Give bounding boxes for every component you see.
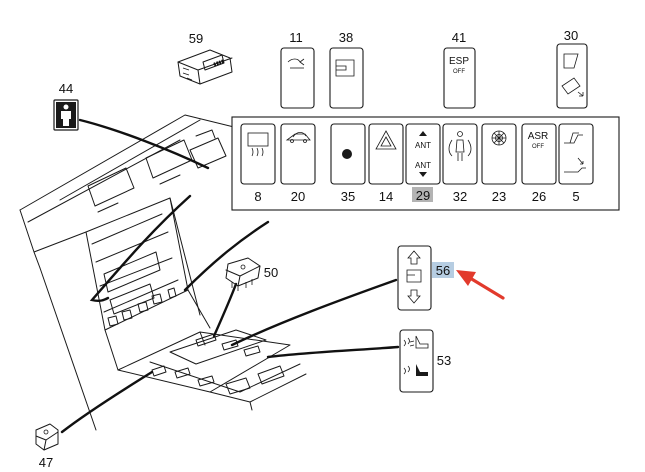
callout-44: 44 [59, 81, 73, 96]
switch-rear-defrost [240, 123, 276, 185]
callout-23: 23 [492, 189, 506, 204]
callout-20: 20 [291, 189, 305, 204]
callout-29: 29 [416, 188, 430, 203]
callout-8: 8 [254, 189, 261, 204]
antenna-label-bottom: ANT [415, 161, 431, 170]
callout-53: 53 [437, 353, 451, 368]
part-56-seat-switch: 56 [397, 245, 454, 311]
callout-35: 35 [341, 189, 355, 204]
callout-26: 26 [532, 189, 546, 204]
callout-56: 56 [436, 263, 450, 278]
part-53-seat-heater-switch: 53 [399, 329, 451, 393]
part-59-connector: 59 ▮▮▮▮ [177, 31, 233, 85]
switch-traction [481, 123, 517, 185]
part-50-relay: 50 [225, 257, 278, 291]
red-pointer-arrow [456, 270, 505, 300]
callout-56-highlight [432, 262, 454, 278]
svg-text:▮▮▮▮: ▮▮▮▮ [213, 58, 226, 67]
callout-59: 59 [189, 31, 203, 46]
part-30-switch: 30 [556, 28, 588, 109]
callout-30: 30 [564, 28, 578, 43]
callout-11: 11 [289, 30, 303, 45]
part-44-seatbelt-indicator: 44 [53, 81, 79, 131]
esp-off-label: OFF [453, 69, 465, 75]
switch-hazard [368, 123, 404, 185]
asr-off-label: OFF [532, 144, 544, 150]
part-41-esp-off-switch: 41 ESP OFF [443, 30, 476, 109]
part-11-switch: 11 [280, 30, 315, 109]
callout-14: 14 [379, 189, 393, 204]
part-47-sensor: 47 [35, 423, 59, 470]
callout-41: 41 [452, 30, 466, 45]
dashboard-console-drawing [19, 114, 307, 431]
switch-central-locking [330, 123, 366, 185]
switch-rear-headrest [442, 123, 478, 185]
callout-47: 47 [39, 455, 53, 470]
switch-panel: ANT ANT ASR OFF [231, 116, 620, 211]
callout-38: 38 [339, 30, 353, 45]
switch-level-control [558, 123, 594, 185]
callout-32: 32 [453, 189, 467, 204]
part-38-switch: 38 [329, 30, 364, 109]
switch-recirculation [280, 123, 316, 185]
callout-5: 5 [572, 189, 579, 204]
switch-antenna: ANT ANT [405, 123, 441, 185]
callout-50: 50 [264, 265, 278, 280]
callout-29-highlight [412, 187, 433, 202]
antenna-label-top: ANT [415, 141, 431, 150]
asr-label: ASR [528, 131, 549, 142]
esp-label: ESP [449, 56, 469, 67]
leader-lines [60, 118, 400, 434]
switch-asr-off: ASR OFF [521, 123, 557, 185]
